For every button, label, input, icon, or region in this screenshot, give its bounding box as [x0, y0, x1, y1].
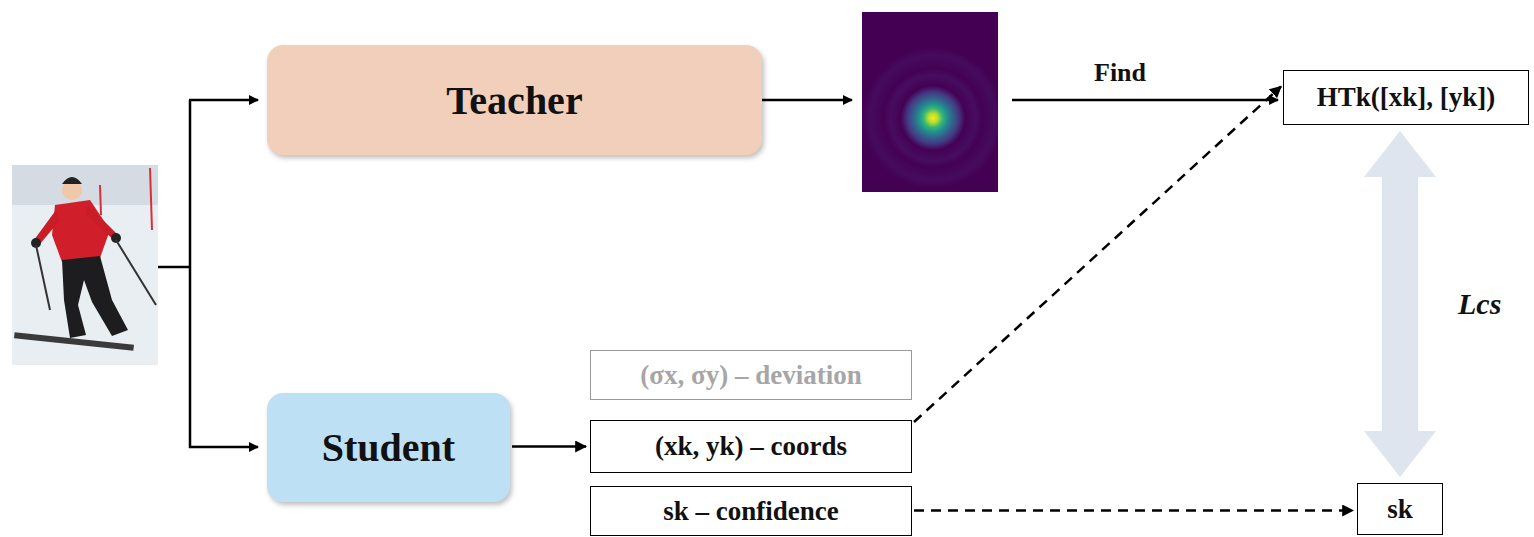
loss-label: Lcs	[1458, 287, 1501, 321]
output-box: sk – confidence	[590, 486, 912, 536]
node-text: sk – confidence	[663, 496, 839, 527]
output-box: HTk([xk], [yk])	[1283, 70, 1529, 125]
skier-photo	[12, 165, 158, 365]
dashed-arrow	[914, 87, 1281, 423]
teacher-box: Teacher	[267, 45, 762, 155]
heatmap-image	[862, 12, 998, 192]
node-text: sk	[1387, 494, 1413, 525]
node-text: Student	[322, 424, 455, 471]
node-text: HTk([xk], [yk])	[1317, 82, 1496, 113]
solid-arrow	[512, 445, 586, 448]
node-text: Teacher	[446, 77, 582, 124]
node-text: (xk, yk) – coords	[655, 431, 847, 462]
arrow-label: Find	[1094, 58, 1146, 88]
node-text: (σx, σy) – deviation	[640, 360, 861, 391]
student-box: Student	[267, 393, 510, 502]
output-box: (xk, yk) – coords	[590, 420, 912, 473]
output-box: (σx, σy) – deviation	[590, 350, 912, 400]
output-box: sk	[1357, 483, 1443, 535]
dashed-arrow	[914, 509, 1353, 512]
loss-arrow	[1364, 131, 1436, 477]
